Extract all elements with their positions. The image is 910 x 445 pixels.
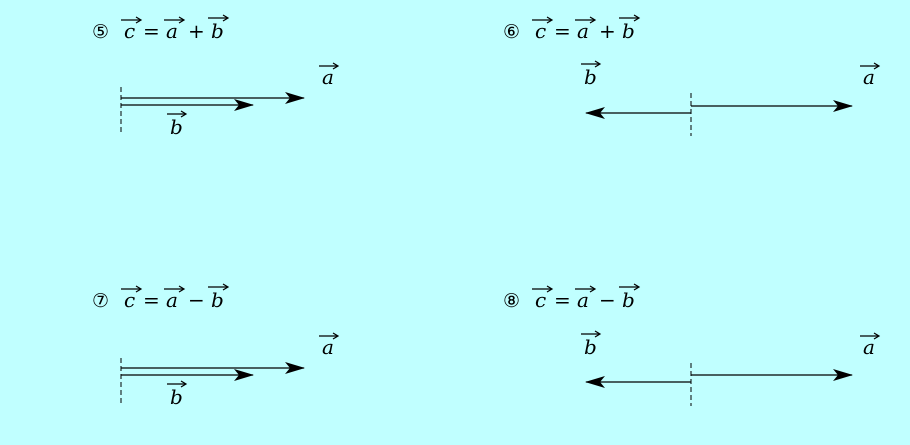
label-a-tip bbox=[332, 332, 340, 340]
vector-tip-b bbox=[222, 283, 230, 291]
panel-number: ⑧ bbox=[503, 290, 520, 312]
eq-equals: = bbox=[554, 288, 571, 312]
equation: c = a + b bbox=[532, 14, 641, 43]
panel-number: ⑤ bbox=[92, 21, 109, 43]
eq-c: c bbox=[535, 288, 546, 312]
panel-number: ⑦ bbox=[92, 290, 109, 312]
equation: c = a + b bbox=[121, 14, 230, 43]
vector-tip-b bbox=[633, 283, 641, 291]
eq-c: c bbox=[124, 288, 135, 312]
vector-tip-a bbox=[589, 16, 597, 24]
label-b-tip bbox=[180, 110, 188, 118]
label-a-tip bbox=[873, 332, 881, 340]
eq-a: a bbox=[166, 288, 178, 312]
eq-operator: − bbox=[599, 288, 616, 312]
eq-operator: + bbox=[599, 19, 616, 43]
eq-operator: − bbox=[188, 288, 205, 312]
vector-tip-b bbox=[633, 14, 641, 22]
vector-tip-c bbox=[135, 16, 143, 24]
label-b: b bbox=[584, 335, 597, 359]
equation: c = a − b bbox=[532, 283, 641, 312]
label-a: a bbox=[322, 335, 334, 359]
panel-6: ⑥ c = a + b a b bbox=[503, 14, 881, 136]
label-b-tip bbox=[594, 60, 602, 68]
vector-tip-c bbox=[546, 285, 554, 293]
eq-a: a bbox=[166, 19, 178, 43]
label-b: b bbox=[170, 115, 183, 139]
eq-equals: = bbox=[143, 288, 160, 312]
eq-c: c bbox=[124, 19, 135, 43]
label-b: b bbox=[584, 65, 597, 89]
eq-c: c bbox=[535, 19, 546, 43]
label-a: a bbox=[863, 335, 875, 359]
vector-tip-a bbox=[589, 285, 597, 293]
label-b-tip bbox=[594, 330, 602, 338]
vector-tip-b bbox=[222, 14, 230, 22]
eq-equals: = bbox=[554, 19, 571, 43]
eq-operator: + bbox=[188, 19, 205, 43]
vector-tip-a bbox=[178, 285, 186, 293]
vector-tip-c bbox=[135, 285, 143, 293]
label-a: a bbox=[322, 65, 334, 89]
equation: c = a − b bbox=[121, 283, 230, 312]
panel-8: ⑧ c = a − b a b bbox=[503, 283, 881, 406]
eq-b: b bbox=[622, 19, 635, 43]
eq-b: b bbox=[211, 288, 224, 312]
label-a-tip bbox=[332, 62, 340, 70]
panel-number: ⑥ bbox=[503, 21, 520, 43]
label-a-tip bbox=[873, 62, 881, 70]
vector-tip-c bbox=[546, 16, 554, 24]
label-a: a bbox=[863, 65, 875, 89]
panel-5: ⑤ c = a + b a b bbox=[92, 14, 340, 139]
eq-b: b bbox=[211, 19, 224, 43]
eq-a: a bbox=[577, 19, 589, 43]
eq-b: b bbox=[622, 288, 635, 312]
eq-a: a bbox=[577, 288, 589, 312]
panel-7: ⑦ c = a − b a b bbox=[92, 283, 340, 409]
eq-equals: = bbox=[143, 19, 160, 43]
vector-tip-a bbox=[178, 16, 186, 24]
label-b: b bbox=[170, 385, 183, 409]
label-b-tip bbox=[180, 380, 188, 388]
